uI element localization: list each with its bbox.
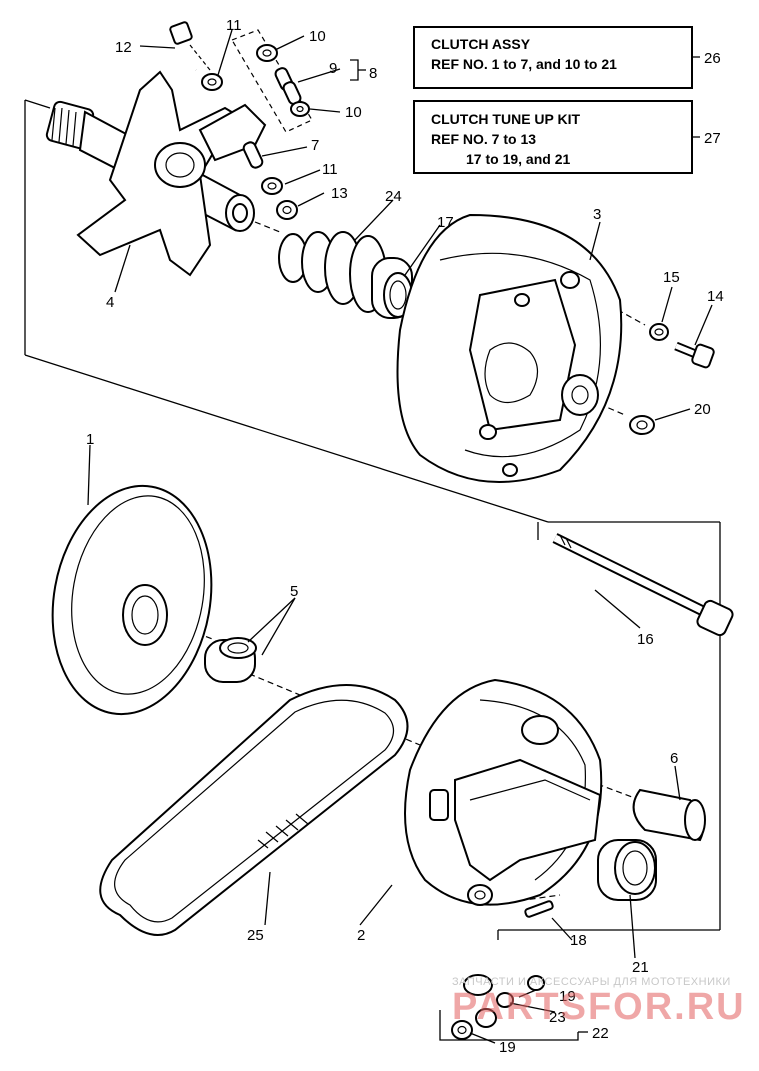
movable-sheave-part <box>404 678 603 906</box>
callout-20: 20 <box>694 401 711 418</box>
callout-24: 24 <box>385 188 402 205</box>
callout-12: 12 <box>115 39 132 56</box>
callout-19-top: 19 <box>559 988 576 1005</box>
callout-4: 4 <box>106 294 114 311</box>
callout-23: 23 <box>549 1009 566 1026</box>
callout-11-top: 11 <box>226 17 242 34</box>
callout-21: 21 <box>632 959 649 976</box>
callout-26: 26 <box>704 50 721 67</box>
callout-9: 9 <box>329 60 337 77</box>
sheave-bushing-part <box>204 637 257 683</box>
callout-5: 5 <box>290 583 298 600</box>
spring-and-bushing <box>278 231 413 319</box>
spider-hub-part <box>45 70 267 277</box>
clutch-assy-box: CLUTCH ASSY REF NO. 1 to 7, and 10 to 21 <box>413 26 693 89</box>
small-parts-bottom <box>451 900 554 1040</box>
callout-19-bottom: 19 <box>499 1039 516 1056</box>
clutch-cover-part <box>396 213 623 483</box>
callout-10-bottom: 10 <box>345 104 362 121</box>
small-parts-top <box>169 21 310 220</box>
callout-7: 7 <box>311 137 319 154</box>
callout-17: 17 <box>437 214 454 231</box>
callout-27: 27 <box>704 130 721 147</box>
callout-10-top: 10 <box>309 28 326 45</box>
callout-11-bottom: 11 <box>322 161 338 178</box>
callout-14: 14 <box>707 288 724 305</box>
tune-up-kit-ref-1: REF NO. 7 to 13 <box>431 131 537 147</box>
watermark-logo: PARTSFOR.RU <box>452 986 746 1028</box>
watermark-tagline: ЗАПЧАСТИ И АКСЕССУАРЫ ДЛЯ МОТОТЕХНИКИ <box>452 976 731 988</box>
tune-up-kit-box: CLUTCH TUNE UP KIT REF NO. 7 to 13 17 to… <box>413 100 693 174</box>
callout-8: 8 <box>369 65 377 82</box>
tune-up-kit-ref-2: 17 to 19, and 21 <box>431 151 571 167</box>
callout-3: 3 <box>593 206 601 223</box>
callout-18: 18 <box>570 932 587 949</box>
callout-22: 22 <box>592 1025 609 1042</box>
callout-25: 25 <box>247 927 264 944</box>
sleeve-and-bushing <box>597 788 706 901</box>
callout-labels: 12 11 10 9 8 10 7 11 13 24 17 3 4 15 14 … <box>86 17 724 1056</box>
clutch-assy-ref: REF NO. 1 to 7, and 10 to 21 <box>431 56 617 72</box>
callout-15: 15 <box>663 269 680 286</box>
callout-13: 13 <box>331 185 348 202</box>
cover-fasteners <box>629 323 715 435</box>
callout-2: 2 <box>357 927 365 944</box>
callout-6: 6 <box>670 750 678 767</box>
long-bolt-part <box>552 533 734 637</box>
callout-16: 16 <box>637 631 654 648</box>
callout-1: 1 <box>86 431 94 448</box>
clutch-assy-title: CLUTCH ASSY <box>431 36 531 52</box>
fixed-sheave-part <box>51 484 213 716</box>
leader-lines <box>87 29 713 1044</box>
tune-up-kit-title: CLUTCH TUNE UP KIT <box>431 111 581 127</box>
drive-belt-part <box>99 684 409 936</box>
